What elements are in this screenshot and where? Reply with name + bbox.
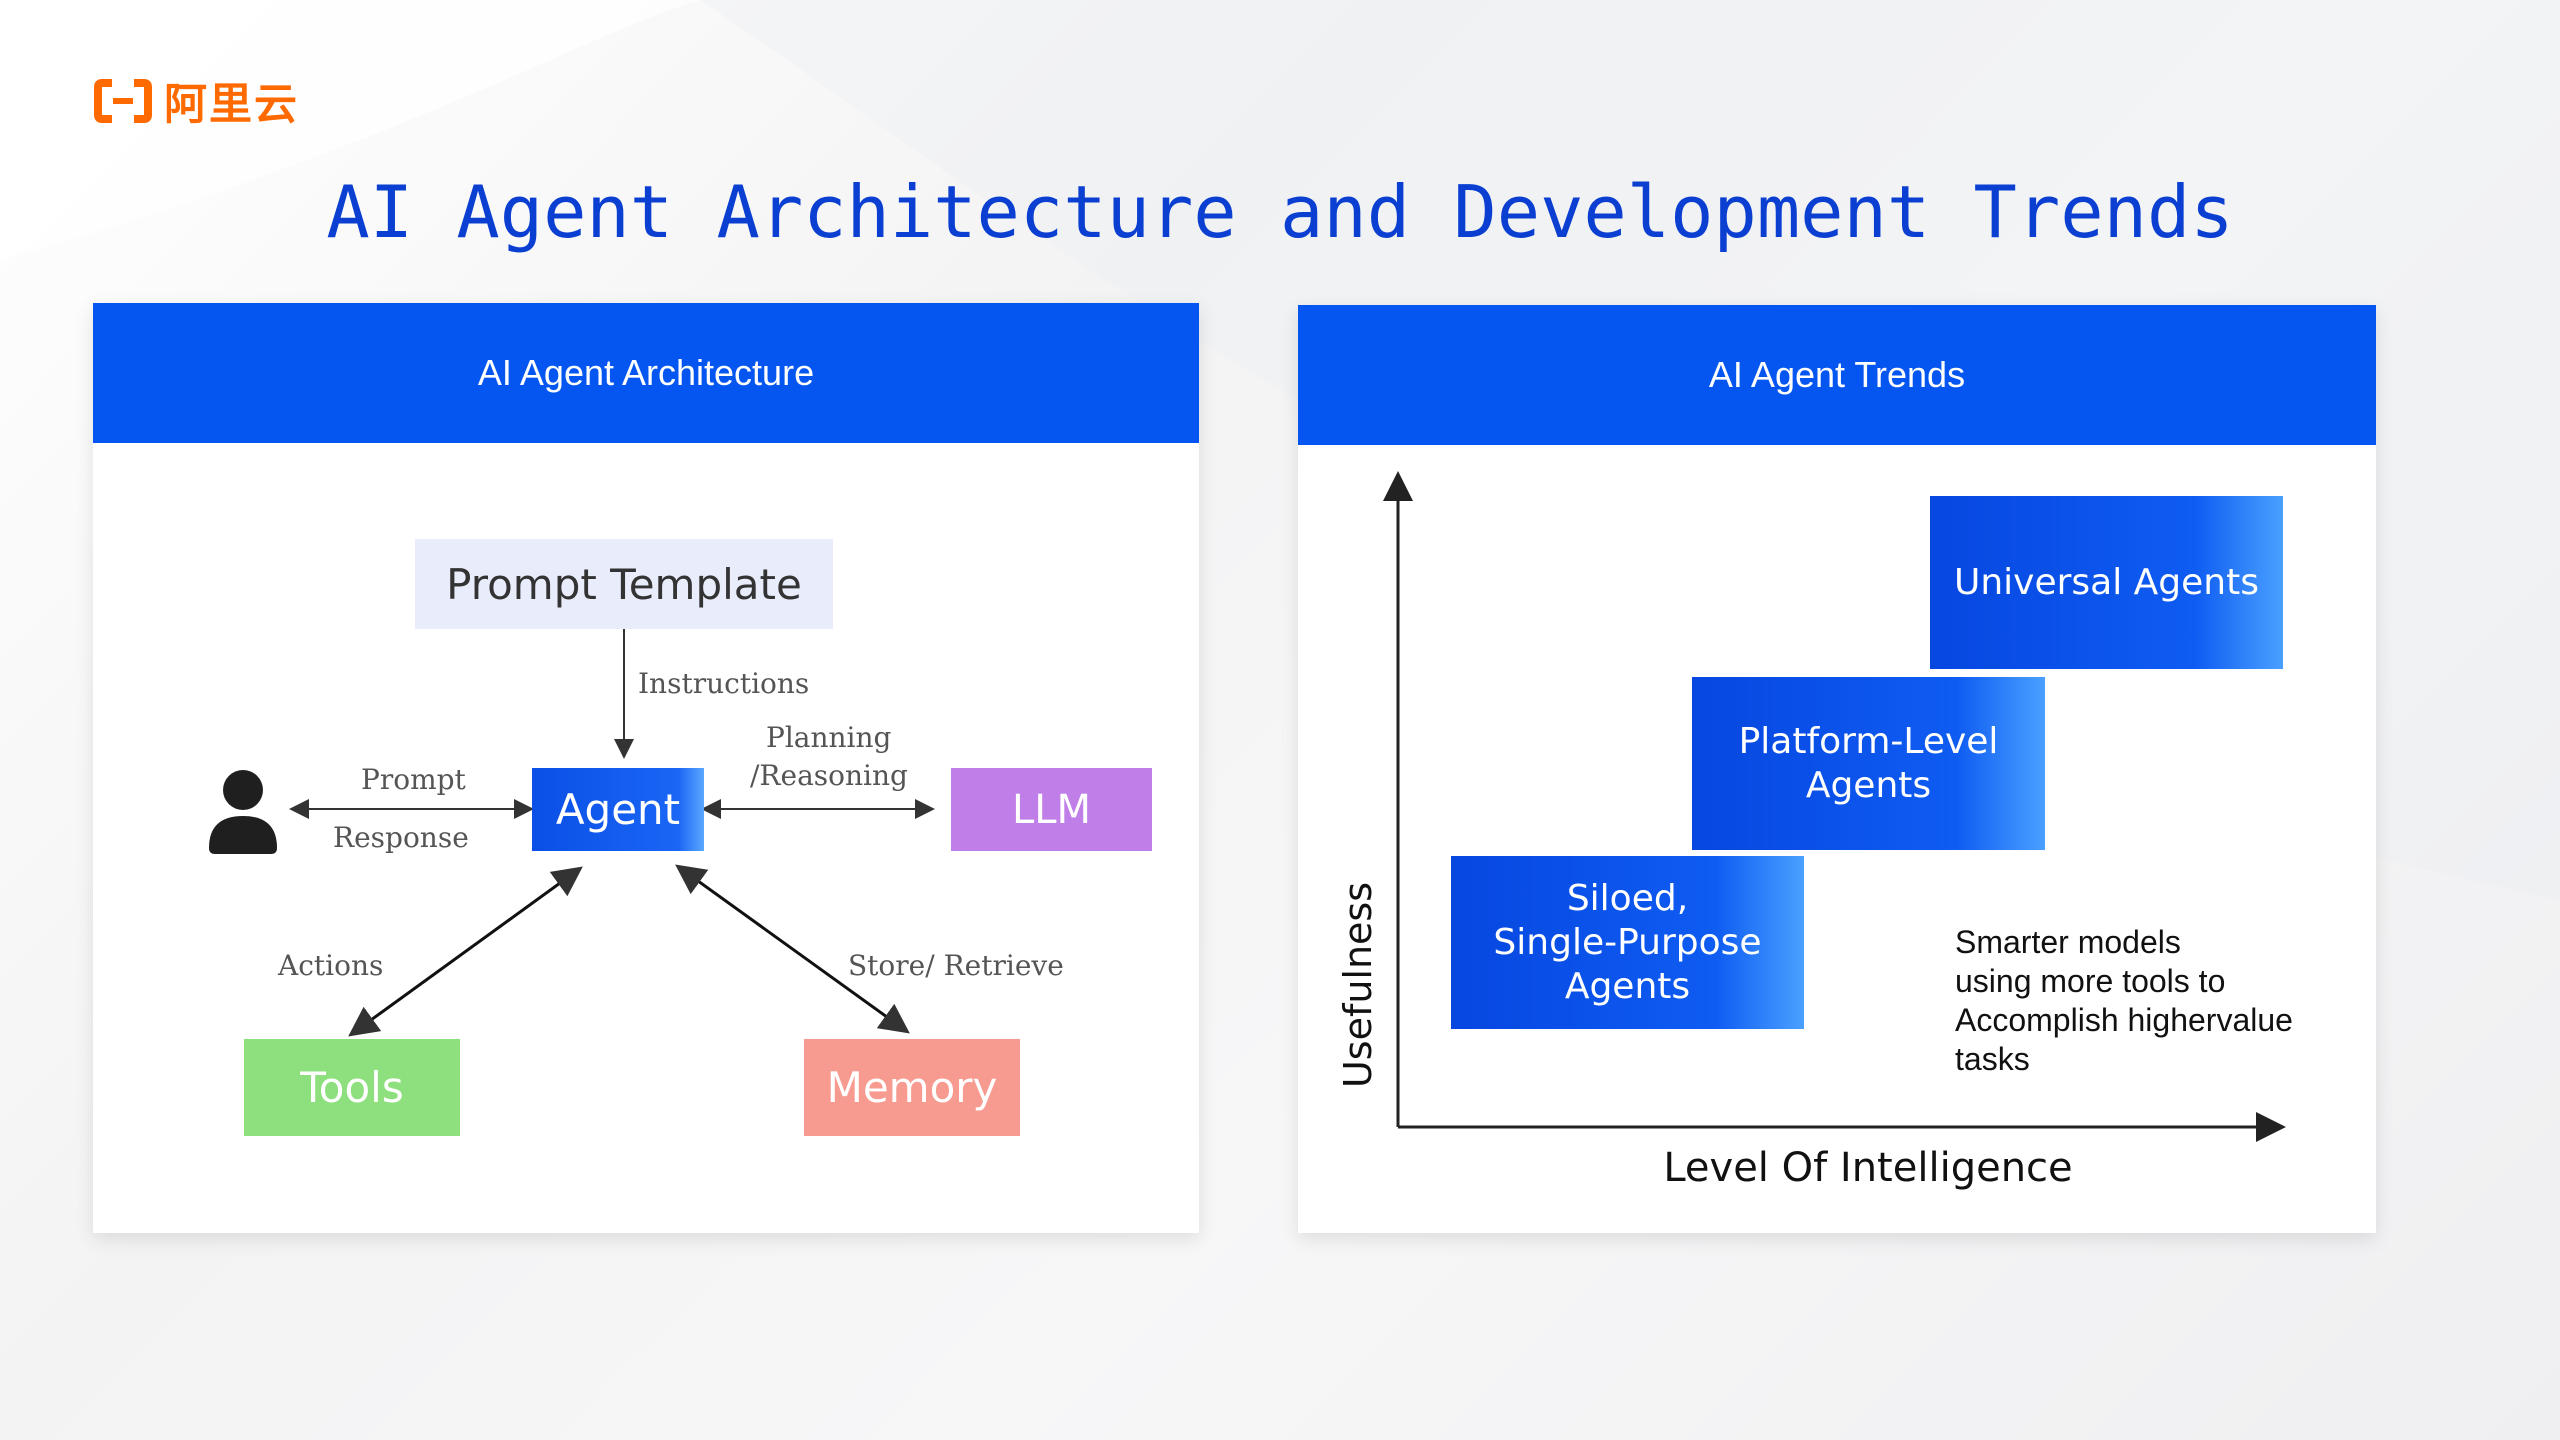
user-icon <box>205 768 281 854</box>
x-axis-label: Level Of Intelligence <box>1663 1145 2073 1191</box>
trends-axes <box>1383 471 2286 1142</box>
logo-bracket-icon <box>94 79 152 123</box>
response-label: Response <box>333 821 469 854</box>
llm-label: LLM <box>1011 786 1092 833</box>
actions-arrow <box>348 866 583 1037</box>
architecture-panel: AI Agent Architecture Prompt Template Ag… <box>93 303 1199 1233</box>
platform-level-agents-block: Platform-Level Agents <box>1692 677 2045 850</box>
trends-panel-header: AI Agent Trends <box>1298 305 2376 445</box>
llm-node: LLM <box>951 768 1152 851</box>
tools-node: Tools <box>244 1039 460 1136</box>
agent-node: Agent <box>532 768 704 851</box>
brand-name: 阿里云 <box>164 80 299 130</box>
instructions-label: Instructions <box>638 667 810 700</box>
trends-panel: AI Agent Trends Usefulness Level Of Inte… <box>1298 305 2376 1233</box>
architecture-connectors <box>289 628 935 1037</box>
prompt-template-label: Prompt Template <box>446 559 802 609</box>
memory-label: Memory <box>826 1063 998 1112</box>
universal-line1: Universal Agents <box>1954 561 2259 603</box>
siloed-line2: Single-Purpose <box>1493 921 1762 963</box>
alibaba-cloud-logo: 阿里云 <box>94 76 299 130</box>
trend-note: Smarter models using more tools to Accom… <box>1955 923 2293 1079</box>
memory-node: Memory <box>804 1039 1020 1136</box>
planning-label: Planning <box>766 721 892 754</box>
platform-line2: Agents <box>1805 764 1932 806</box>
siloed-agents-block: Siloed, Single-Purpose Agents <box>1451 856 1804 1029</box>
prompt-label: Prompt <box>361 763 466 796</box>
actions-label: Actions <box>278 949 384 982</box>
note-line3: Accomplish highervalue <box>1955 1002 2293 1038</box>
y-axis-label: Usefulness <box>1336 881 1380 1089</box>
note-line4: tasks <box>1955 1041 2030 1077</box>
agent-label: Agent <box>555 785 681 834</box>
siloed-line1: Siloed, <box>1566 877 1689 919</box>
store-retrieve-arrow <box>675 864 910 1034</box>
note-line2: using more tools to <box>1955 963 2226 999</box>
reasoning-label: /Reasoning <box>750 759 908 792</box>
platform-line1: Platform-Level <box>1738 720 1999 762</box>
note-line1: Smarter models <box>1955 924 2181 960</box>
siloed-line3: Agents <box>1564 965 1691 1007</box>
page-title: AI Agent Architecture and Development Tr… <box>326 170 2234 254</box>
tools-label: Tools <box>300 1063 404 1112</box>
store-retrieve-label: Store/ Retrieve <box>848 949 1064 982</box>
architecture-panel-header: AI Agent Architecture <box>93 303 1199 443</box>
prompt-template-node: Prompt Template <box>415 539 833 629</box>
universal-agents-block: Universal Agents <box>1930 496 2283 669</box>
